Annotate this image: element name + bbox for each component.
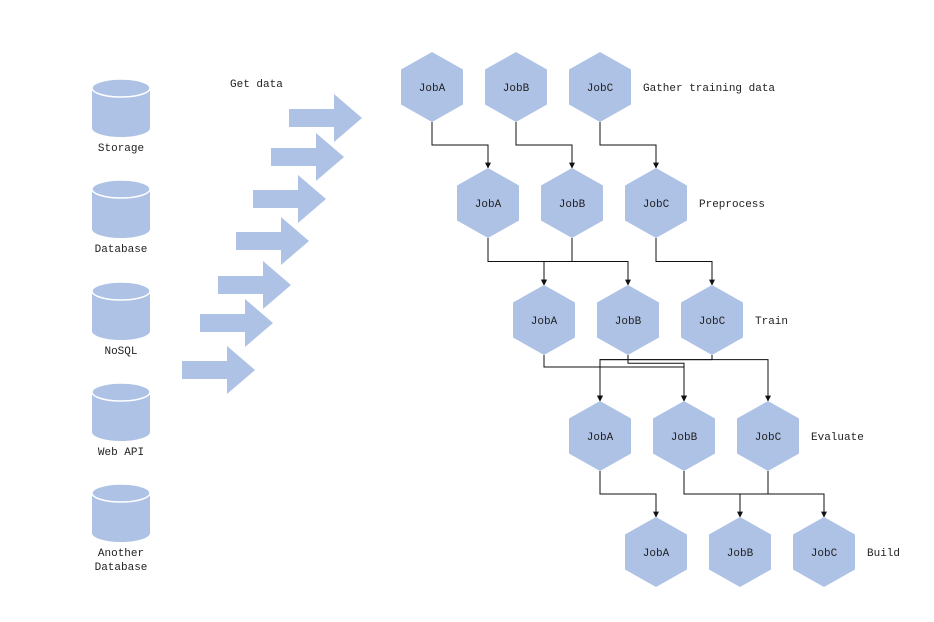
job-hexagon bbox=[597, 285, 659, 355]
job-node: JobA bbox=[625, 517, 687, 587]
get-data-arrow bbox=[253, 175, 326, 223]
job-node: JobC bbox=[793, 517, 855, 587]
connector-arrow bbox=[515, 122, 575, 169]
job-hexagon bbox=[681, 285, 743, 355]
job-hexagon bbox=[625, 517, 687, 587]
job-label: JobB bbox=[503, 83, 530, 95]
job-label: JobB bbox=[559, 199, 586, 211]
connector-arrow bbox=[597, 355, 629, 402]
job-label: JobA bbox=[531, 316, 558, 328]
job-nodes: JobA JobB JobC JobA JobB JobC JobA JobB JobC JobA… bbox=[401, 52, 855, 587]
connector-arrow bbox=[599, 122, 659, 169]
stage-label: Train bbox=[755, 316, 788, 328]
get-data-arrow bbox=[218, 261, 291, 309]
data-source-label: NoSQL bbox=[104, 346, 137, 358]
cylinder-top bbox=[91, 281, 151, 301]
connector-arrow bbox=[487, 238, 547, 286]
connector-layer bbox=[431, 122, 827, 518]
connector-arrow bbox=[431, 122, 491, 169]
job-hexagon bbox=[485, 52, 547, 122]
job-hexagon bbox=[569, 401, 631, 471]
job-hexagon bbox=[709, 517, 771, 587]
cylinder-top bbox=[91, 483, 151, 503]
job-node: JobA bbox=[401, 52, 463, 122]
job-hexagon bbox=[569, 52, 631, 122]
get-data-arrow bbox=[289, 94, 362, 142]
job-label: JobC bbox=[755, 432, 782, 444]
data-source-cylinder: NoSQL bbox=[91, 281, 151, 358]
cylinder-top bbox=[91, 78, 151, 98]
job-label: JobC bbox=[643, 199, 670, 211]
data-source-label: Database bbox=[95, 244, 148, 256]
job-label: JobA bbox=[643, 548, 670, 560]
get-data-arrow bbox=[271, 133, 344, 181]
stage-labels: Gather training dataPreprocessTrainEvalu… bbox=[643, 83, 900, 560]
job-node: JobC bbox=[625, 168, 687, 238]
job-node: JobB bbox=[653, 401, 715, 471]
cylinder-top bbox=[91, 382, 151, 402]
connector-arrow bbox=[543, 355, 687, 402]
stage-label: Build bbox=[867, 548, 900, 560]
stage-label: Gather training data bbox=[643, 83, 775, 95]
job-label: JobA bbox=[419, 83, 446, 95]
job-node: JobC bbox=[569, 52, 631, 122]
job-node: JobC bbox=[737, 401, 799, 471]
connector-arrow bbox=[571, 238, 631, 286]
job-hexagon bbox=[541, 168, 603, 238]
stage-label: Preprocess bbox=[699, 199, 765, 211]
data-source-cylinder: Database bbox=[91, 179, 151, 256]
job-node: JobA bbox=[457, 168, 519, 238]
job-label: JobC bbox=[811, 548, 838, 560]
data-source-label: Storage bbox=[98, 143, 144, 155]
get-data-arrow bbox=[236, 217, 309, 265]
connector-arrow bbox=[599, 471, 659, 518]
job-label: JobC bbox=[587, 83, 614, 95]
connector-arrow bbox=[627, 355, 687, 402]
job-label: JobB bbox=[671, 432, 698, 444]
get-data-arrows bbox=[182, 94, 362, 394]
job-node: JobB bbox=[597, 285, 659, 355]
job-node: JobC bbox=[681, 285, 743, 355]
job-node: JobB bbox=[709, 517, 771, 587]
job-label: JobA bbox=[475, 199, 502, 211]
job-label: JobB bbox=[615, 316, 642, 328]
job-node: JobB bbox=[541, 168, 603, 238]
job-label: JobC bbox=[699, 316, 726, 328]
job-hexagon bbox=[457, 168, 519, 238]
job-node: JobB bbox=[485, 52, 547, 122]
connector-arrow bbox=[541, 238, 573, 286]
data-source-cylinder: Storage bbox=[91, 78, 151, 155]
job-hexagon bbox=[625, 168, 687, 238]
job-label: JobA bbox=[587, 432, 614, 444]
data-source-label: Database bbox=[95, 562, 148, 574]
job-node: JobA bbox=[513, 285, 575, 355]
job-hexagon bbox=[737, 401, 799, 471]
job-node: JobA bbox=[569, 401, 631, 471]
get-data-arrow bbox=[182, 346, 255, 394]
cylinder-top bbox=[91, 179, 151, 199]
data-source-label: Another bbox=[98, 548, 144, 560]
connector-arrow bbox=[627, 355, 771, 402]
connector-arrow bbox=[737, 471, 769, 518]
get-data-arrow bbox=[200, 299, 273, 347]
connector-arrow bbox=[597, 355, 713, 402]
job-label: JobB bbox=[727, 548, 754, 560]
job-hexagon bbox=[653, 401, 715, 471]
stage-label: Evaluate bbox=[811, 432, 864, 444]
data-source-label: Web API bbox=[98, 447, 144, 459]
job-hexagon bbox=[793, 517, 855, 587]
job-hexagon bbox=[513, 285, 575, 355]
job-hexagon bbox=[401, 52, 463, 122]
get-data-label: Get data bbox=[230, 79, 283, 91]
data-source-cylinder: Web API bbox=[91, 382, 151, 459]
connector-arrow bbox=[655, 238, 715, 286]
